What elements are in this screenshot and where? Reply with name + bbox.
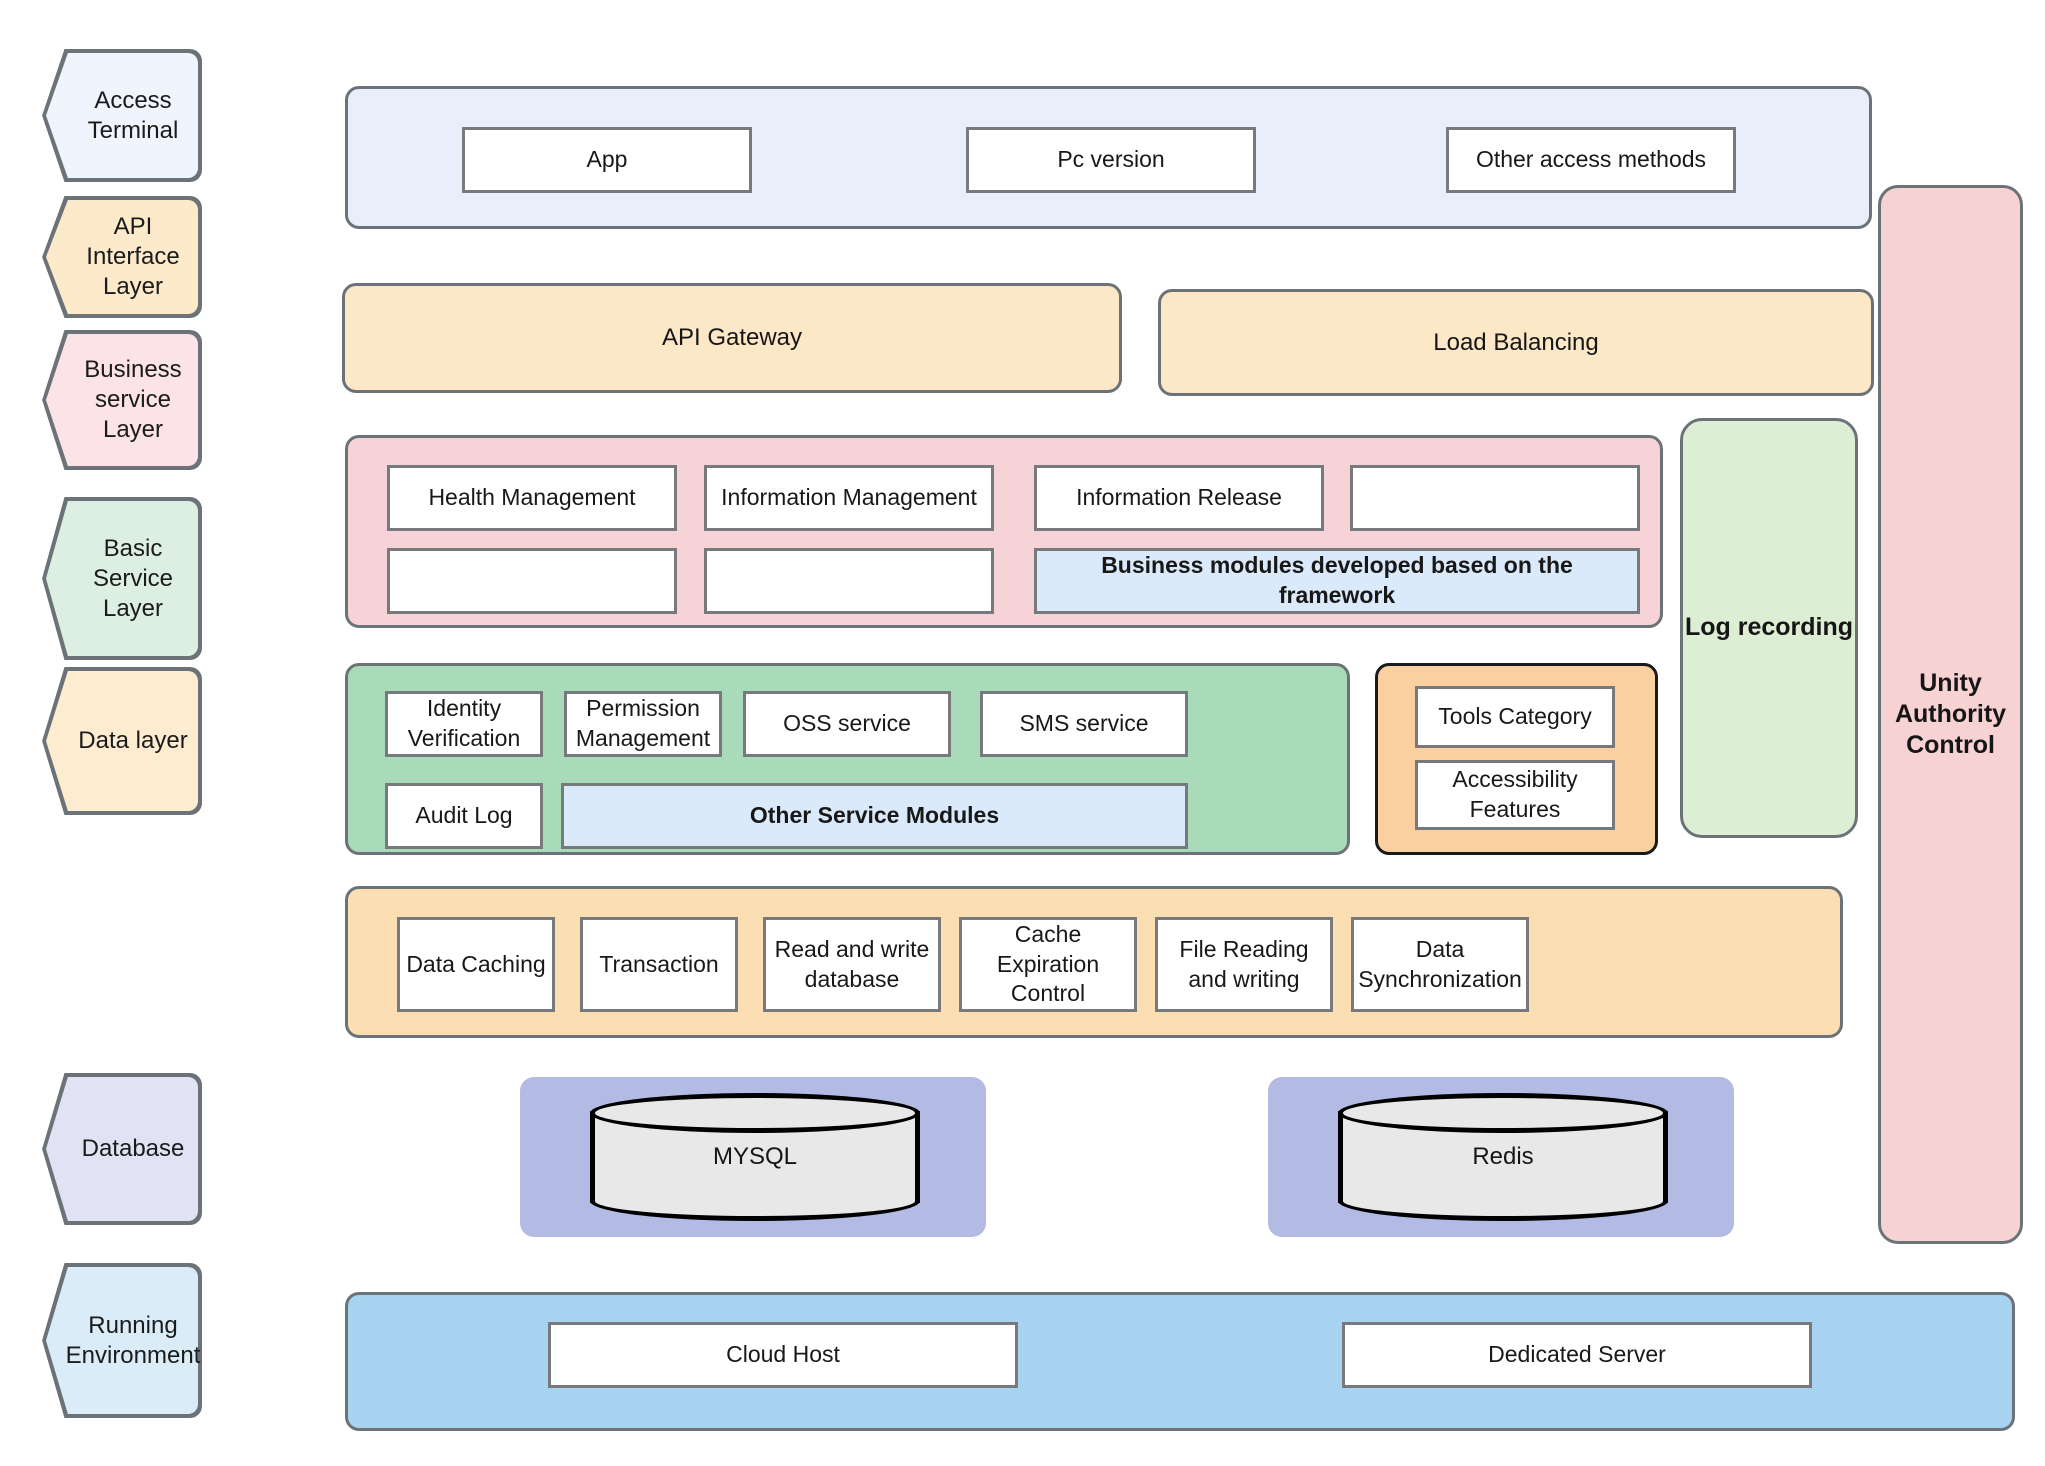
data-item-file-reading-writing[interactable]: File Reading and writing [1155, 917, 1333, 1012]
layer-tag-label: API Interface Layer [86, 213, 180, 300]
layer-tag-data-layer[interactable]: Data layer [42, 667, 202, 815]
redis-label: Redis [1472, 1143, 1534, 1170]
log-recording-label: Log recording [1684, 613, 1854, 642]
layer-tag-fill [46, 671, 198, 811]
mysql-cylinder[interactable]: MYSQL [590, 1093, 920, 1221]
log-recording-band[interactable]: Log recording [1680, 418, 1858, 838]
load-balancing-label: Load Balancing [1433, 328, 1599, 356]
api-gateway-label: API Gateway [661, 324, 803, 351]
business-item-information-management[interactable]: Information Management [704, 465, 994, 531]
basic-service-band: Identity Verification Permission Managem… [345, 663, 1350, 855]
data-item-data-synchronization[interactable]: Data Synchronization [1351, 917, 1529, 1012]
data-item-data-caching[interactable]: Data Caching [397, 917, 555, 1012]
layer-tag-fill [46, 1267, 198, 1414]
access-terminal-item-other-access[interactable]: Other access methods [1446, 127, 1736, 193]
api-gateway-band[interactable]: API Gateway [342, 283, 1122, 393]
mysql-label: MYSQL [712, 1143, 798, 1170]
cylinder-top-ellipse [1338, 1093, 1668, 1133]
business-item-information-release[interactable]: Information Release [1034, 465, 1324, 531]
layer-tag-fill [46, 1077, 198, 1221]
access-terminal-band: App Pc version Other access methods [345, 86, 1872, 229]
tools-panel-band: Tools Category Accessibility Features [1375, 663, 1658, 855]
cylinder-top-ellipse [590, 1093, 920, 1133]
layer-tag-fill [46, 200, 198, 314]
basic-item-oss-service[interactable]: OSS service [743, 691, 951, 757]
access-terminal-item-app[interactable]: App [462, 127, 752, 193]
layer-tag-running-environment[interactable]: Running Environment [42, 1263, 202, 1418]
tools-item-tools-category[interactable]: Tools Category [1415, 686, 1615, 748]
cylinder-shape [1338, 1093, 1668, 1221]
tools-item-accessibility-features[interactable]: Accessibility Features [1415, 760, 1615, 830]
layer-tag-label: Running Environment [65, 1311, 201, 1369]
layer-tag-access-terminal[interactable]: Access Terminal [42, 49, 202, 182]
unity-authority-control-band[interactable]: Unity Authority Control [1878, 185, 2023, 1244]
load-balancing-band[interactable]: Load Balancing [1158, 289, 1874, 396]
unity-authority-control-label: Unity Authority Control [1894, 668, 2007, 760]
basic-item-identity-verification[interactable]: Identity Verification [385, 691, 543, 757]
data-item-cache-expiration-control[interactable]: Cache Expiration Control [959, 917, 1137, 1012]
basic-item-sms-service[interactable]: SMS service [980, 691, 1188, 757]
access-terminal-item-pc-version[interactable]: Pc version [966, 127, 1256, 193]
layer-tag-label: Access Terminal [87, 86, 179, 144]
business-item-empty-2[interactable] [387, 548, 677, 614]
layer-tag-basic-service[interactable]: Basic Service Layer [42, 497, 202, 660]
layer-tag-api-interface[interactable]: API Interface Layer [42, 196, 202, 318]
data-layer-band: Data Caching Transaction Read and write … [345, 886, 1843, 1038]
business-framework-note[interactable]: Business modules developed based on the … [1034, 548, 1640, 614]
layer-tag-label: Business service Layer [84, 356, 182, 443]
cylinder-shape [590, 1093, 920, 1221]
running-env-item-dedicated-server[interactable]: Dedicated Server [1342, 1322, 1812, 1388]
layer-tag-label: Basic Service Layer [92, 534, 174, 622]
layer-tag-business-service[interactable]: Business service Layer [42, 330, 202, 470]
data-item-read-write-database[interactable]: Read and write database [763, 917, 941, 1012]
running-environment-band: Cloud Host Dedicated Server [345, 1292, 2015, 1431]
layer-tag-label: Database [81, 1135, 185, 1162]
layer-tag-label: Data layer [78, 727, 188, 754]
layer-tag-fill [46, 501, 198, 656]
layer-tag-database[interactable]: Database [42, 1073, 202, 1225]
business-service-band: Health Management Information Management… [345, 435, 1663, 628]
basic-item-permission-management[interactable]: Permission Management [564, 691, 722, 757]
redis-cylinder[interactable]: Redis [1338, 1093, 1668, 1221]
database-tile-mysql: MYSQL [520, 1077, 986, 1237]
database-tile-redis: Redis [1268, 1077, 1734, 1237]
business-item-empty-3[interactable] [704, 548, 994, 614]
running-env-item-cloud-host[interactable]: Cloud Host [548, 1322, 1018, 1388]
business-item-empty-1[interactable] [1350, 465, 1640, 531]
layer-tag-fill [46, 53, 198, 178]
basic-item-audit-log[interactable]: Audit Log [385, 783, 543, 849]
layer-tag-fill [46, 334, 198, 466]
data-item-transaction[interactable]: Transaction [580, 917, 738, 1012]
business-item-health-management[interactable]: Health Management [387, 465, 677, 531]
basic-other-service-modules-note[interactable]: Other Service Modules [561, 783, 1188, 849]
